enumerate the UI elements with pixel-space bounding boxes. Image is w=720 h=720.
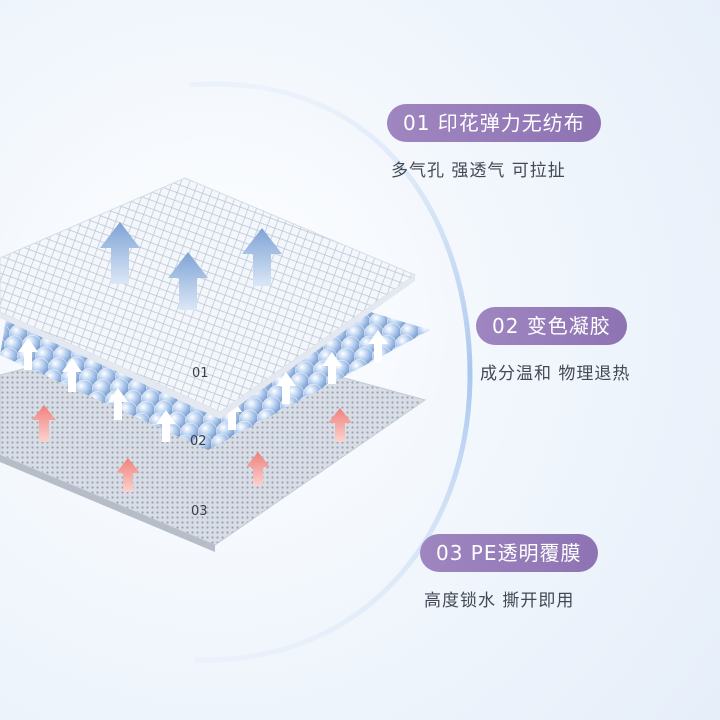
gel-bead [432, 334, 451, 353]
gel-bead [443, 391, 462, 410]
gel-bead [392, 299, 412, 320]
gel-bead [416, 368, 430, 389]
gel-bead [409, 426, 429, 447]
cooling-arrows [18, 330, 388, 442]
gel-bead [469, 414, 488, 433]
gel-bead [482, 425, 501, 444]
gel-bead [349, 359, 369, 380]
gel-bead [434, 287, 453, 306]
gel-bead [398, 368, 418, 389]
gel-bead [440, 357, 459, 376]
gel-bead [419, 403, 430, 424]
gel-bead [385, 357, 405, 378]
gel-bead [414, 414, 430, 435]
gel-bead [429, 379, 430, 400]
feature-01-desc: 多气孔 强透气 可拉扯 [391, 161, 566, 181]
gel-bead [433, 415, 452, 434]
gel-bead [442, 310, 461, 329]
feature-03-desc: 高度锁水 撕开即用 [424, 591, 575, 611]
gel-bead [446, 426, 465, 445]
gel-bead [410, 298, 430, 319]
gel-bead [403, 357, 423, 378]
feature-03-title: 03 PE透明覆膜 [420, 534, 598, 572]
gel-bead [453, 368, 472, 387]
gel-bead [448, 380, 467, 399]
gel-bead [396, 415, 416, 436]
feature-01: 01 印花弹力无纺布 多气孔 强透气 可拉扯 [387, 104, 601, 181]
gel-bead [438, 403, 457, 422]
gel-bead [418, 321, 430, 342]
gel-bead [456, 403, 475, 422]
feature-02: 02 变色凝胶 成分温和 物理退热 [476, 307, 630, 384]
gel-bead [391, 427, 411, 448]
breathable-arrows [100, 222, 282, 310]
layer-label-03: 03 [191, 504, 208, 519]
gel-bead [415, 287, 430, 308]
gel-bead [461, 391, 480, 410]
gel-bead [421, 356, 430, 377]
gel-bead [458, 356, 477, 375]
gel-bead [426, 344, 430, 365]
gel-bead [427, 426, 430, 447]
gel-bead [424, 391, 430, 412]
gel-bead [380, 369, 400, 390]
gel-bead [0, 347, 19, 368]
feature-02-desc: 成分温和 物理退热 [480, 364, 631, 384]
gel-bead [428, 298, 430, 318]
gel-bead [474, 402, 493, 421]
feature-03: 03 PE透明覆膜 高度锁水 撕开即用 [420, 534, 598, 611]
gel-bead [437, 322, 456, 341]
feature-02-title: 02 变色凝胶 [476, 307, 627, 345]
gel-bead [413, 333, 430, 354]
gel-bead [395, 334, 415, 355]
feature-01-title: 01 印花弹力无纺布 [387, 104, 601, 142]
layer-label-01: 01 [192, 366, 209, 381]
heat-arrows [32, 405, 352, 492]
layer-label-02: 02 [190, 434, 207, 449]
gel-bead [464, 426, 483, 445]
gel-bead [450, 333, 469, 352]
gel-bead [445, 345, 464, 364]
gel-bead [408, 345, 428, 366]
gel-bead [423, 310, 430, 331]
gel-bead [390, 345, 410, 366]
gel-bead [420, 275, 430, 295]
gel-bead [435, 368, 454, 387]
gel-bead [451, 414, 470, 433]
